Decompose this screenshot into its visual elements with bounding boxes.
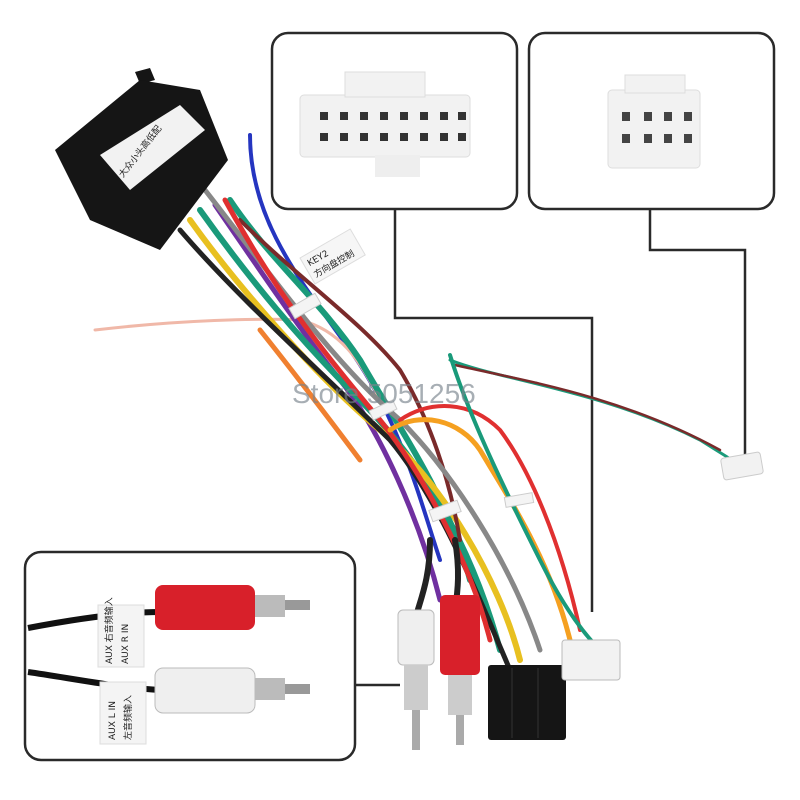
callout-leader-lines: [355, 210, 747, 687]
rca-plug-red: [440, 595, 480, 745]
svg-text:AUX 右音频输入: AUX 右音频输入: [103, 597, 115, 664]
black-iso-connector: [488, 665, 566, 740]
adapter-box: 大众小头高低配: [55, 68, 228, 250]
store-watermark: Store 5051256: [292, 378, 476, 409]
svg-text:左音频输入: 左音频输入: [122, 695, 134, 740]
svg-text:AUX R IN: AUX R IN: [121, 624, 131, 664]
rca-plug-white: [397, 609, 435, 750]
white-multi-connector: [561, 639, 621, 681]
small-white-plug: [720, 451, 764, 481]
callout-8pin-connector: [527, 31, 776, 211]
aux-l-tag: AUX L IN 左音频输入: [99, 681, 147, 745]
callout-16pin-connector: [270, 31, 519, 211]
cable-ties: [288, 292, 535, 523]
callout-aux-rca: AUX 右音频输入 AUX R IN AUX L IN 左音频输入: [23, 550, 357, 762]
key2-wire-tag: KEY2 方向盘控制: [299, 228, 366, 285]
svg-text:AUX L IN: AUX L IN: [108, 701, 118, 740]
aux-r-tag: AUX 右音频输入 AUX R IN: [97, 597, 145, 668]
wire-bundle: [93, 133, 742, 673]
